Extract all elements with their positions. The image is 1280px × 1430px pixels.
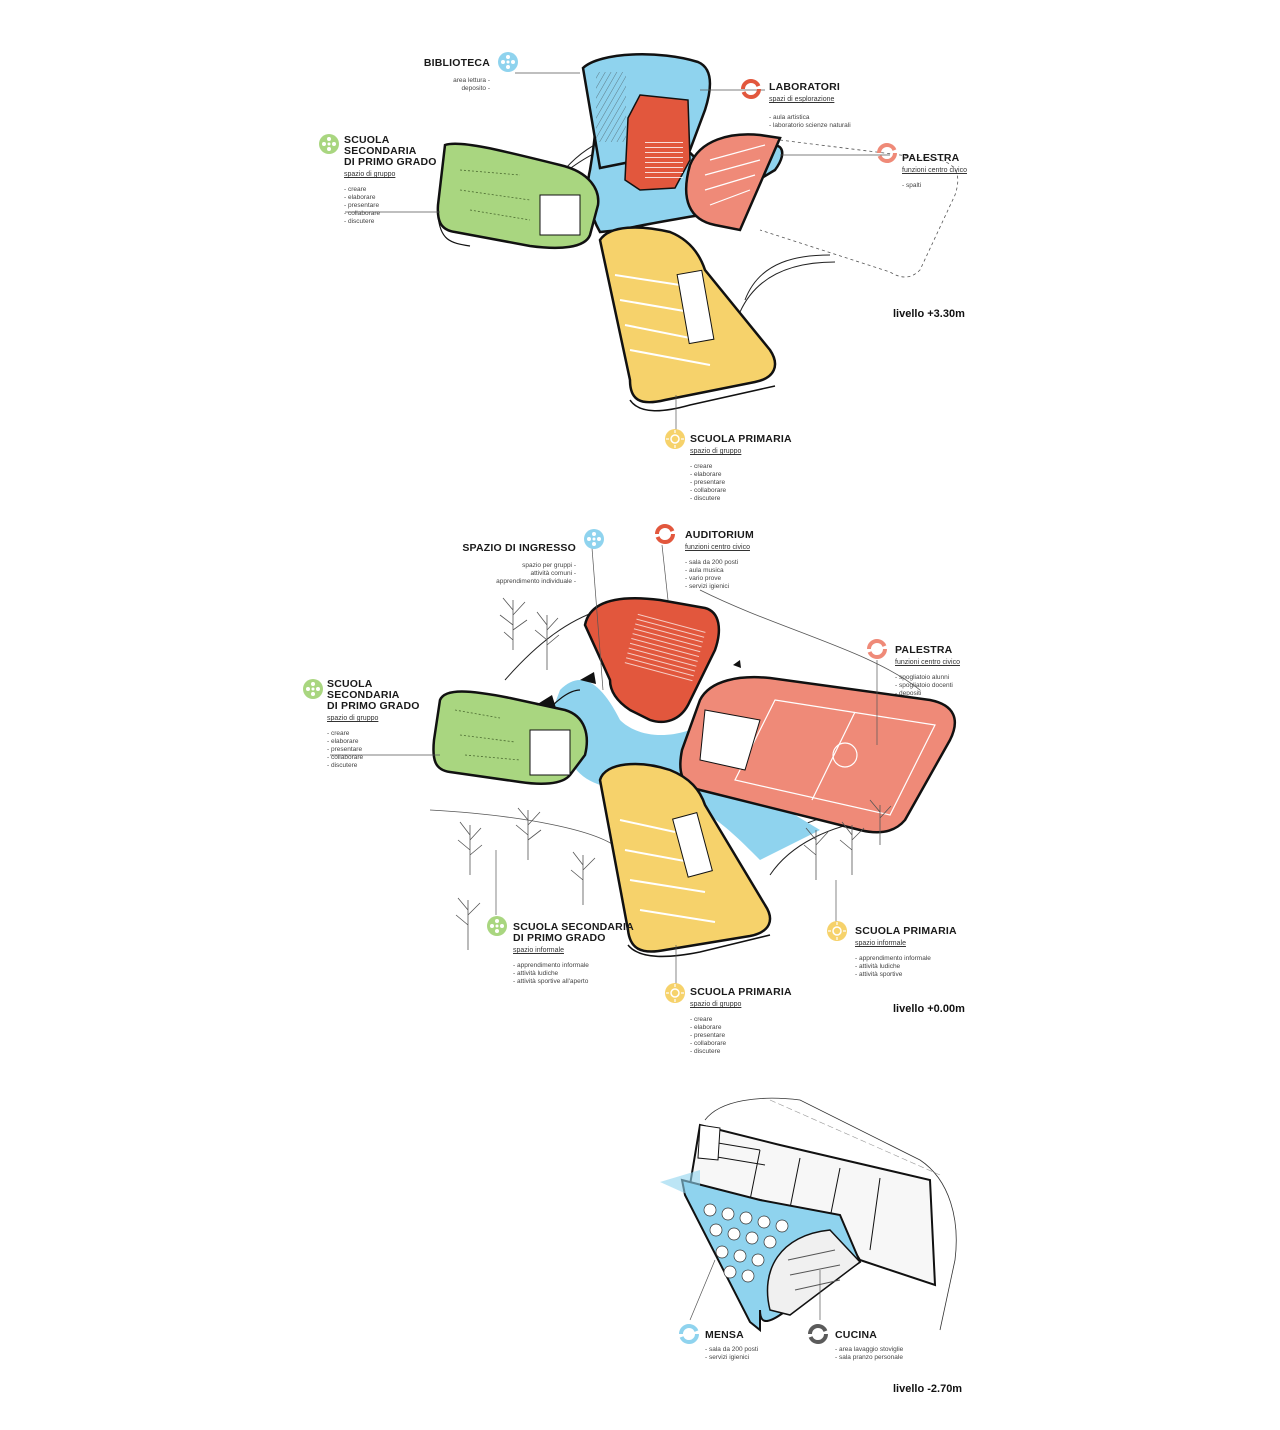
grey-ring-icon [808,1324,828,1344]
blue-ring-icon [679,1324,699,1344]
red-ring-icon [741,79,761,99]
blue-flower-icon [584,529,604,549]
list-primaria-top: creare elaborare presentare collaborare … [690,463,810,503]
list-cucina: area lavaggio stoviglie sala pranzo pers… [835,1346,955,1362]
list-secondaria-informale: apprendimento informale attività ludiche… [513,962,663,986]
label-primaria-top: SCUOLA PRIMARIA spazio di gruppo creare … [690,434,810,503]
label-palestra-mid: PALESTRA funzioni centro civico spogliat… [895,645,1005,698]
label-palestra-top: PALESTRA funzioni centro civico spalti [902,153,1012,190]
label-laboratori: LABORATORI spazi di esplorazione aula ar… [769,82,919,130]
plan-level-270 [660,1097,957,1333]
label-cucina: CUCINA area lavaggio stoviglie sala pran… [835,1330,955,1362]
level-label-330: livello +3.30m [893,308,965,320]
list-ingresso: spazio per gruppi attività comuni appren… [440,562,576,586]
green-flower-icon [487,916,507,936]
yellow-sun-icon [665,983,685,1003]
list-secondaria-mid: creare elaborare presentare collaborare … [327,730,447,770]
yellow-sun-icon [827,921,847,941]
red-ring-icon [655,524,675,544]
list-palestra-top: spalti [902,182,1012,190]
list-biblioteca: area lettura deposito [380,77,490,93]
label-secondaria-informale: SCUOLA SECONDARIA DI PRIMO GRADO spazio … [513,922,663,986]
wing-palestra-top [685,133,782,232]
green-flower-icon [303,679,323,699]
label-ingresso: SPAZIO DI INGRESSO spazio per gruppi att… [440,543,576,586]
salmon-ring-icon [867,639,887,659]
blue-flower-icon [498,52,518,72]
list-laboratori: aula artistica laboratorio scienze natur… [769,114,919,130]
tree-icons [455,597,892,950]
salmon-ring-icon [877,143,897,163]
plan-level-000 [330,544,956,985]
label-auditorium: AUDITORIUM funzioni centro civico sala d… [685,530,805,591]
level-label-000: livello +0.00m [893,1003,965,1015]
level-label-270: livello -2.70m [893,1383,963,1395]
list-mensa: sala da 200 posti servizi igienici [705,1346,805,1362]
mensa-tables [703,1203,789,1283]
list-palestra-mid: spogliatoio alunni spogliatoio docenti d… [895,674,1005,698]
label-primaria-informale: SCUOLA PRIMARIA spazio informale apprend… [855,926,985,979]
label-secondaria-top: SCUOLA SECONDARIA DI PRIMO GRADO spazio … [344,135,464,226]
label-secondaria-mid: SCUOLA SECONDARIA DI PRIMO GRADO spazio … [327,679,447,770]
wing-cucina [766,1229,862,1316]
plan-level-330 [345,53,959,430]
list-primaria-mid: creare elaborare presentare collaborare … [690,1016,810,1056]
list-auditorium: sala da 200 posti aula musica vario prov… [685,559,805,591]
label-primaria-mid: SCUOLA PRIMARIA spazio di gruppo creare … [690,987,810,1056]
list-secondaria-top: creare elaborare presentare collaborare … [344,186,464,226]
label-mensa: MENSA sala da 200 posti servizi igienici [705,1330,805,1362]
green-flower-icon [319,134,339,154]
label-biblioteca: BIBLIOTECA area lettura deposito [380,58,490,93]
list-primaria-informale: apprendimento informale attività ludiche… [855,955,985,979]
yellow-sun-icon [665,429,685,449]
